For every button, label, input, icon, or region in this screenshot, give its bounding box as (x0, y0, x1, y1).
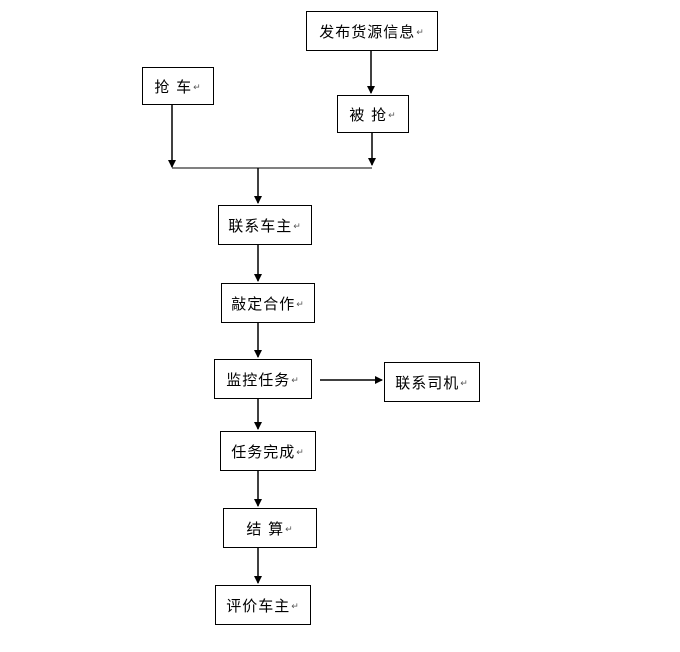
node-label: 敲定合作 (231, 294, 296, 313)
paragraph-mark: ↵ (388, 111, 397, 121)
node-agree-cooperation: 敲定合作↵ (221, 283, 315, 323)
node-label: 监控任务 (226, 370, 291, 389)
paragraph-mark: ↵ (296, 448, 305, 458)
node-grabbed: 被 抢↵ (337, 95, 409, 133)
paragraph-mark: ↵ (285, 525, 294, 535)
node-monitor-task: 监控任务↵ (214, 359, 312, 399)
node-label: 结 算 (246, 519, 285, 538)
node-task-complete: 任务完成↵ (220, 431, 316, 471)
node-label: 评价车主 (226, 596, 291, 615)
paragraph-mark: ↵ (416, 28, 425, 38)
node-label: 联系司机 (395, 373, 460, 392)
node-publish-cargo-info: 发布货源信息↵ (306, 11, 438, 51)
node-label: 任务完成 (231, 442, 296, 461)
paragraph-mark: ↵ (291, 376, 300, 386)
node-contact-driver: 联系司机↵ (384, 362, 480, 402)
node-label: 发布货源信息 (319, 22, 416, 41)
node-settlement: 结 算↵ (223, 508, 317, 548)
node-grab-truck: 抢 车↵ (142, 67, 214, 105)
paragraph-mark: ↵ (296, 300, 305, 310)
paragraph-mark: ↵ (293, 222, 302, 232)
node-label: 联系车主 (228, 216, 293, 235)
paragraph-mark: ↵ (193, 83, 202, 93)
node-rate-owner: 评价车主↵ (215, 585, 311, 625)
node-label: 被 抢 (349, 105, 388, 124)
paragraph-mark: ↵ (291, 602, 300, 612)
node-contact-owner: 联系车主↵ (218, 205, 312, 245)
paragraph-mark: ↵ (460, 379, 469, 389)
node-label: 抢 车 (154, 77, 193, 96)
